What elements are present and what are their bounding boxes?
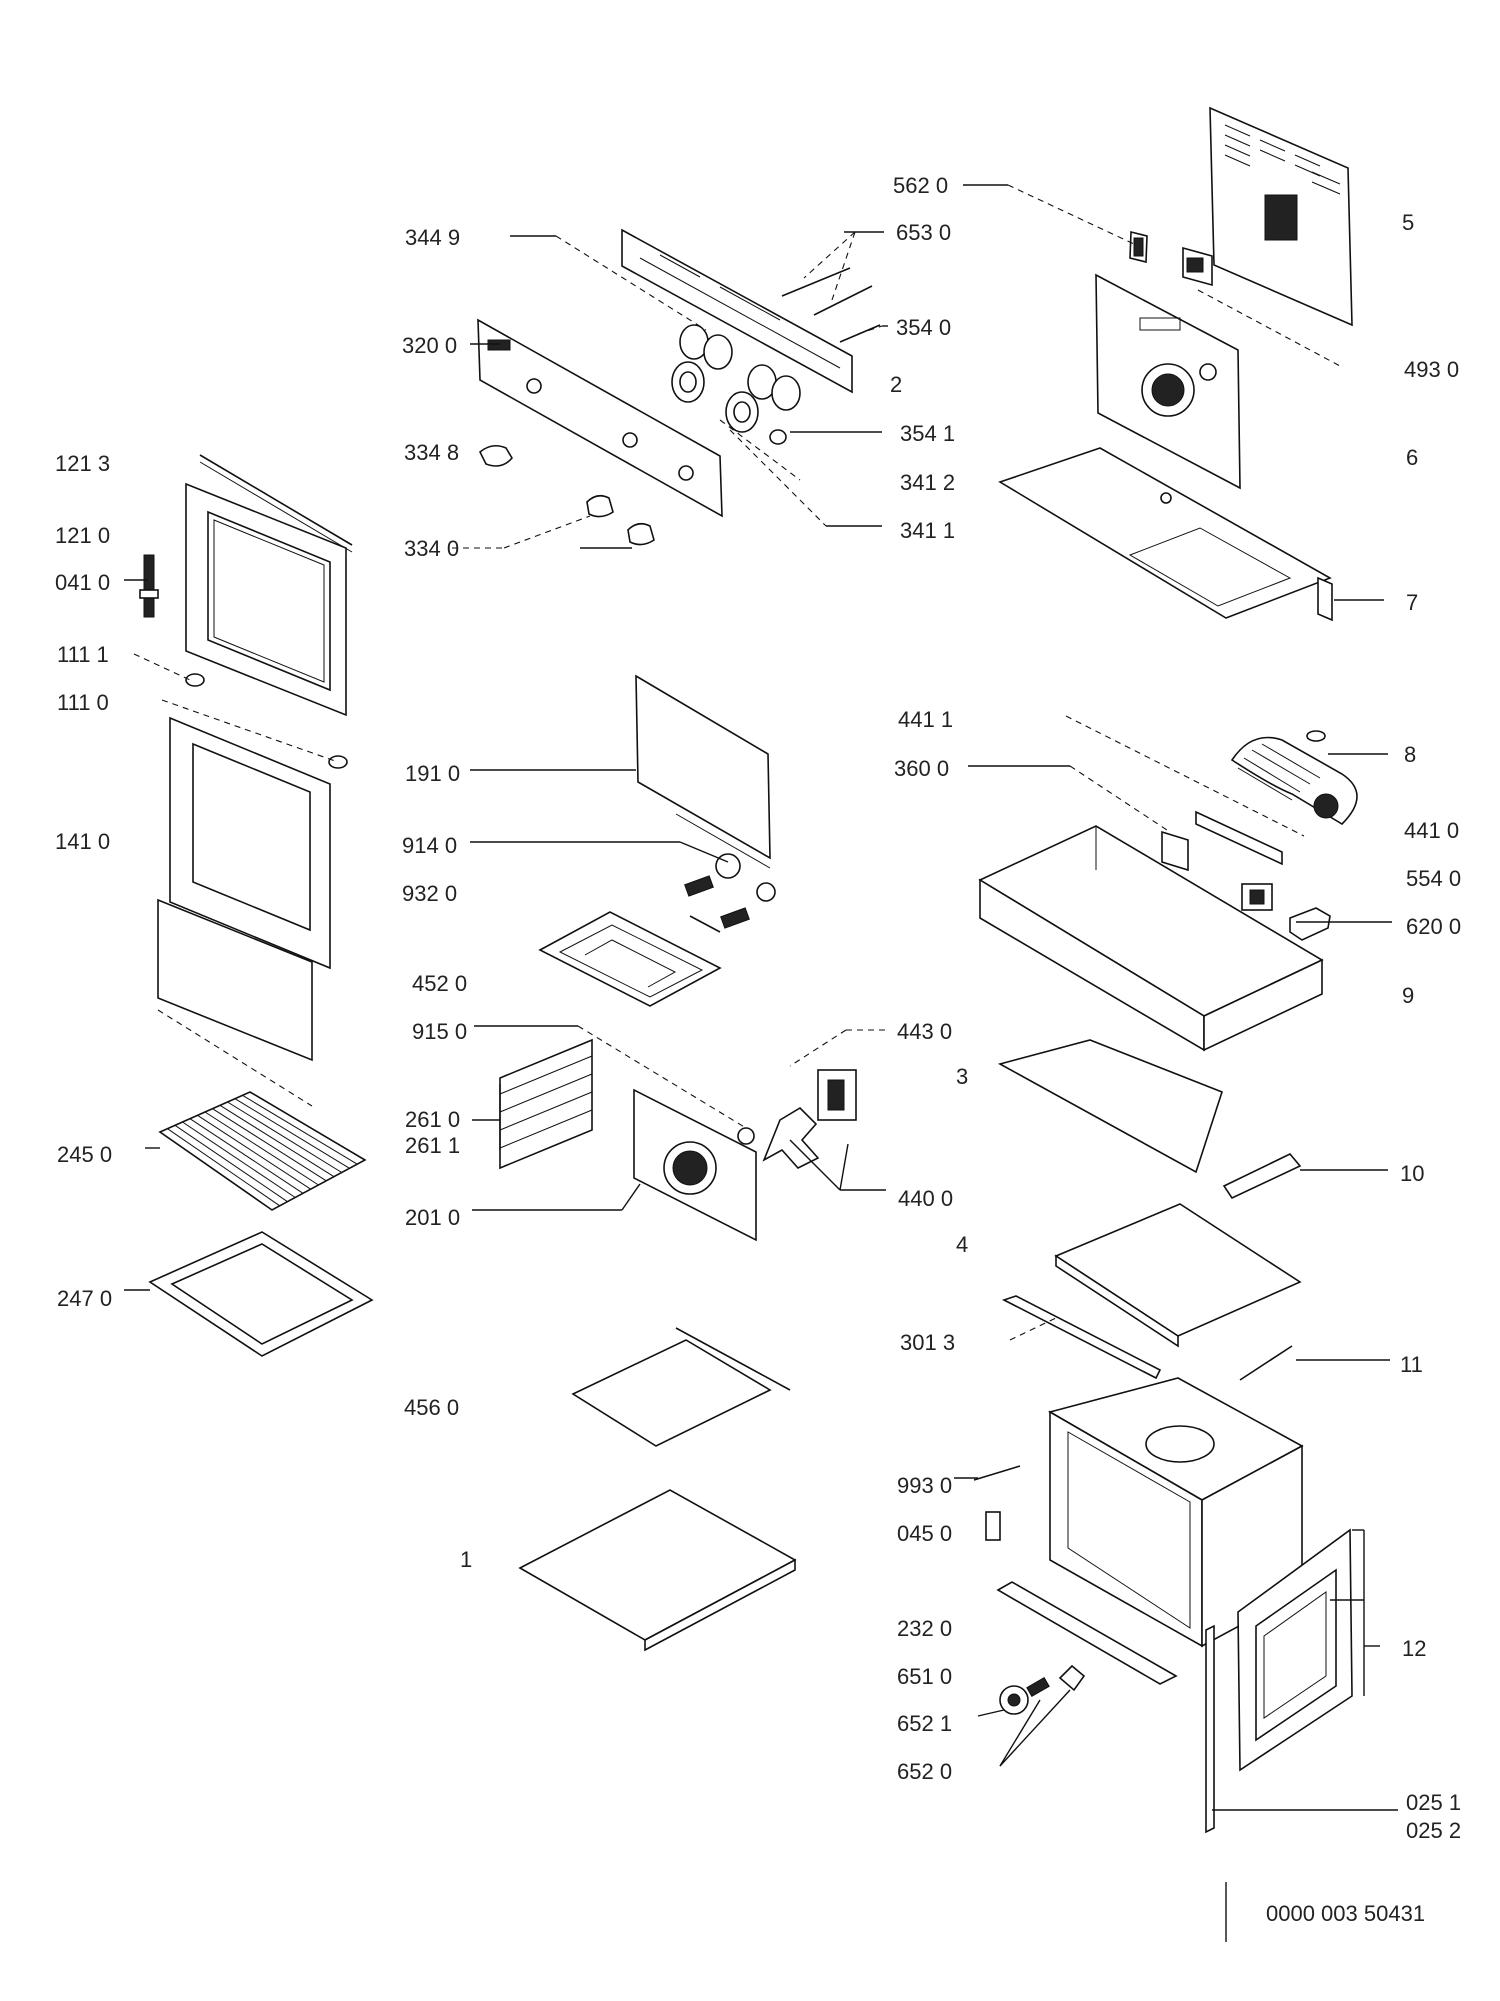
bottom-trim-bar [996,1581,1178,1685]
knob-assembly-parts [999,1664,1086,1715]
label-441-0: 441 0 [1404,818,1459,843]
label-9: 9 [1402,983,1414,1008]
label-201-0: 201 0 [405,1205,460,1230]
label-141-0: 141 0 [55,829,110,854]
label-111-1: 111 1 [57,642,109,667]
rod [1239,1345,1293,1381]
document-id: 0000 003 50431 [1266,1901,1425,1926]
label-493-0: 493 0 [1404,357,1459,382]
label-11: 11 [1400,1352,1423,1377]
drip-tray [148,1231,374,1357]
wire-shelf-rack [158,1091,367,1211]
label-8: 8 [1404,742,1416,767]
label-121-0: 121 0 [55,523,110,548]
outer-door-frame [185,454,353,717]
label-245-0: 245 0 [57,1142,112,1167]
air-deflector-plate [997,1039,1223,1174]
label-232-0: 232 0 [897,1616,952,1641]
slide-rail [1001,1295,1162,1380]
label-1: 1 [460,1547,472,1572]
label-10: 10 [1400,1161,1424,1186]
label-045-0: 045 0 [897,1521,952,1546]
inner-door-glass [157,716,331,1107]
knob-insert [769,429,787,445]
label-993-0: 993 0 [897,1473,952,1498]
label-653-0: 653 0 [896,220,951,245]
label-6: 6 [1406,445,1418,470]
thermostat-switch [1241,883,1331,941]
top-cover-panel [998,447,1333,622]
label-443-0: 443 0 [897,1019,952,1044]
label-652-0: 652 0 [897,1759,952,1784]
air-channel [1222,1153,1302,1200]
control-knobs [479,444,655,546]
terminal-connector [1129,230,1148,264]
label-025-2: 025 2 [1406,1818,1461,1843]
control-panel-fascia [477,318,723,518]
convection-fan-motor [762,1069,857,1169]
label-041-0: 041 0 [55,570,110,595]
label-452-0: 452 0 [412,971,467,996]
cavity-screws [973,1465,1021,1541]
label-932-0: 932 0 [402,881,457,906]
label-5: 5 [1402,210,1414,235]
door-clips [185,673,348,769]
rear-bracket [1182,246,1213,287]
label-301-3: 301 3 [900,1330,955,1355]
label-3: 3 [956,1064,968,1089]
label-360-0: 360 0 [894,756,949,781]
label-341-1: 341 1 [900,518,955,543]
side-rail-rack [499,1038,593,1170]
label-651-0: 651 0 [897,1664,952,1689]
label-554-0: 554 0 [1406,866,1461,891]
leader-lines [124,184,1398,1942]
part-labels: 562 0 653 0 344 9 5 354 0 320 0 2 493 0 … [55,173,1461,1926]
label-354-1: 354 1 [900,421,955,446]
label-456-0: 456 0 [404,1395,459,1420]
label-344-9: 344 9 [405,225,460,250]
label-261-1: 261 1 [405,1133,460,1158]
rear-wall-fan-plate [1095,273,1241,490]
label-915-0: 915 0 [412,1019,467,1044]
label-7: 7 [1406,590,1418,615]
bottom-base-plate [518,1489,797,1652]
bottom-shelf-tray [1054,1203,1302,1348]
label-111-0: 111 0 [57,690,109,715]
label-334-8: 334 8 [404,440,459,465]
rear-fan-cover [633,1088,757,1242]
label-341-2: 341 2 [900,470,955,495]
connector-strip [1161,810,1283,872]
label-4: 4 [956,1232,968,1257]
fan-nut [737,1127,755,1145]
label-025-1: 025 1 [1406,1790,1461,1815]
label-914-0: 914 0 [402,833,457,858]
side-door-frame [1237,1528,1353,1772]
shelf-support-tray [571,1327,791,1447]
label-334-0: 334 0 [404,536,459,561]
label-247-0: 247 0 [57,1286,112,1311]
label-12: 12 [1402,1636,1426,1661]
oven-light-glass-panel [635,674,771,869]
lamp-socket-parts [684,853,776,929]
rear-cover-panel [1209,106,1353,327]
label-320-0: 320 0 [402,333,457,358]
label-652-1: 652 1 [897,1711,952,1736]
label-261-0: 261 0 [405,1107,460,1132]
label-191-0: 191 0 [405,761,460,786]
label-620-0: 620 0 [1406,914,1461,939]
label-354-0: 354 0 [896,315,951,340]
label-2: 2 [890,372,902,397]
label-441-1: 441 1 [898,707,953,732]
label-562-0: 562 0 [893,173,948,198]
label-121-3: 121 3 [55,451,110,476]
label-440-0: 440 0 [898,1186,953,1211]
grill-heating-element [538,911,722,1007]
upper-chassis-tray [978,825,1324,1052]
control-board [621,228,853,411]
side-trim-strip [1205,1624,1215,1834]
knob-rings [671,361,759,433]
door-hinge [139,554,159,618]
tangential-cooling-fan [1230,730,1358,826]
